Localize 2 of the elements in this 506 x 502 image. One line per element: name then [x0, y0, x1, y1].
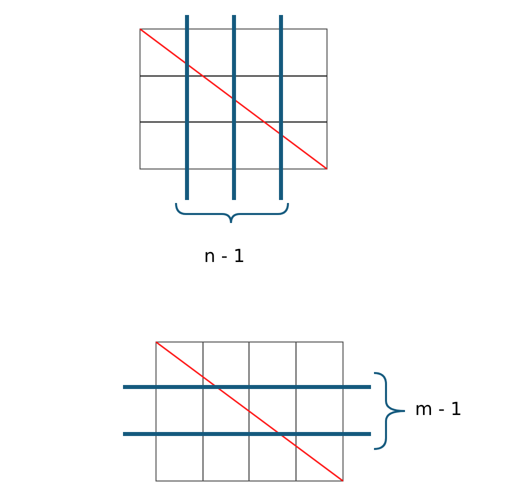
dimension-label: m - 1 — [415, 399, 462, 420]
dimension-label: n - 1 — [204, 246, 245, 267]
